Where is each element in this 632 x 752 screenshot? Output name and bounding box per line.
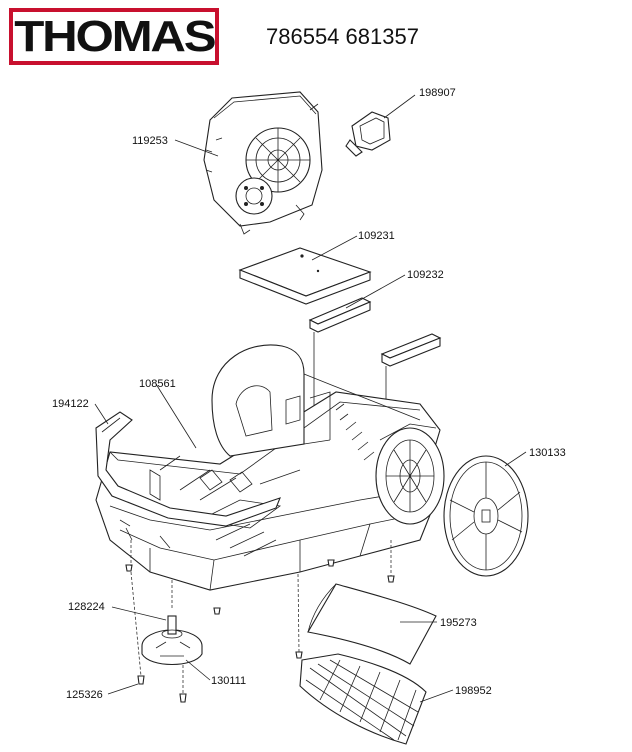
filter-strip-drawing (308, 297, 442, 420)
label-195273: 195273 (440, 617, 477, 629)
label-109231: 109231 (358, 230, 395, 242)
bumper-rim-drawing (95, 411, 281, 527)
filter-pad-drawing (238, 247, 372, 305)
label-108561: 108561 (139, 378, 176, 390)
thomas-logo: THOMAS (9, 8, 219, 65)
body-wheel-drawing (375, 423, 445, 525)
label-109232: 109232 (407, 269, 444, 281)
label-128224: 128224 (68, 601, 105, 613)
label-194122: 194122 (52, 398, 89, 410)
grille-drawing (299, 653, 427, 745)
wheel-drawing (443, 455, 529, 577)
label-198952: 198952 (455, 685, 492, 697)
logo-text: THOMAS (13, 11, 216, 61)
label-198907: 198907 (419, 87, 456, 99)
container-wall-drawing (199, 344, 421, 493)
screws-drawing (125, 540, 395, 703)
label-119253: 119253 (132, 135, 168, 147)
filter-sheet-drawing (307, 583, 437, 665)
label-125326: 125326 (66, 689, 103, 701)
leader-lines (94, 94, 527, 703)
label-130133: 130133 (529, 447, 566, 459)
caster-drawing (141, 615, 203, 665)
motor-housing-drawing (203, 91, 323, 235)
label-130111: 130111 (211, 675, 246, 687)
air-nozzle-drawing (345, 111, 391, 157)
model-numbers: 786554 681357 (266, 24, 419, 49)
